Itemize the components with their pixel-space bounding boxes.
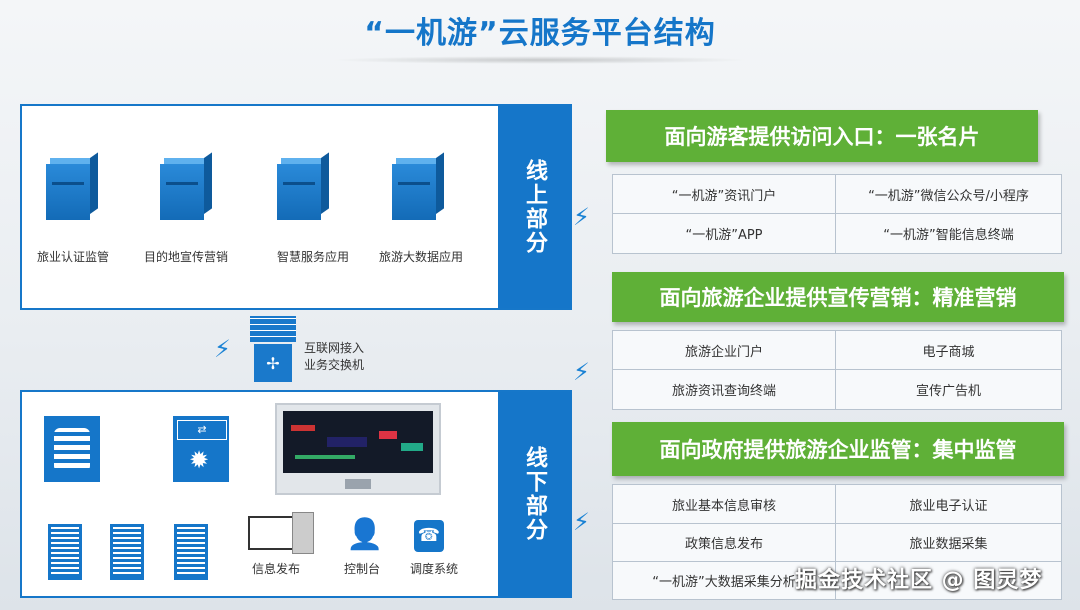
online-label: 线上部分 <box>498 106 570 308</box>
watermark: 掘金技术社区 @ 图灵梦 <box>795 568 1043 593</box>
lightning-icon: ⚡ <box>573 358 590 386</box>
grid-cell: 政策信息发布 <box>684 537 763 552</box>
server-caption: 旅业认证监管 <box>36 250 109 264</box>
grid-cell: 旅业基本信息审核 <box>671 498 776 514</box>
server-caption: 旅游大数据应用 <box>378 250 463 264</box>
server-icon <box>46 152 98 220</box>
lightning-icon: ⚡ <box>214 335 231 363</box>
server-icon <box>160 152 212 220</box>
rack-server-icon <box>48 524 82 580</box>
grid-cell: 电子商城 <box>922 344 975 360</box>
section-grid: “一机游”资讯门户 “一机游”微信公众号/小程序 “一机游”APP “一机游”智… <box>612 174 1062 254</box>
section-grid: 旅游企业门户 电子商城 旅游资讯查询终端 宣传广告机 <box>612 330 1062 410</box>
firewall-switch-icon: ✢ <box>250 316 296 382</box>
server-caption: 智慧服务应用 <box>276 250 349 264</box>
storage-icon <box>44 416 100 482</box>
pc-tower-icon <box>292 512 314 554</box>
switch-caption: 互联网接入 业务交换机 <box>304 340 364 374</box>
page-title: “一机游”云服务平台结构 <box>364 16 716 51</box>
grid-cell: 旅业电子认证 <box>909 498 988 514</box>
grid-cell: “一机游”资讯门户 <box>671 188 777 204</box>
grid-cell: 旅游资讯查询终端 <box>671 384 776 399</box>
device-caption: 信息发布 <box>251 562 300 576</box>
rack-server-icon <box>174 524 208 580</box>
section-heading: 面向政府提供旅游企业监管：集中监管 <box>612 422 1064 476</box>
online-label-text: 线上部分 <box>522 159 547 255</box>
device-caption: 调度系统 <box>409 562 458 576</box>
grid-cell: “一机游”APP <box>685 228 763 243</box>
title-shadow <box>330 56 750 64</box>
grid-cell: “一机游”大数据采集分析 <box>652 575 796 590</box>
phone-icon: ☎ <box>414 520 444 552</box>
grid-cell: “一机游”智能信息终端 <box>883 228 1014 243</box>
server-caption: 目的地宣传营销 <box>143 250 228 264</box>
rack-server-icon <box>110 524 144 580</box>
offline-label-text: 线下部分 <box>522 446 547 542</box>
server-icon <box>392 152 444 220</box>
monitor-icon <box>275 403 441 495</box>
section-heading: 面向游客提供访问入口：一张名片 <box>606 110 1038 162</box>
online-panel: 线上部分 <box>20 104 572 310</box>
offline-label: 线下部分 <box>498 392 570 596</box>
router-icon: ⇄ ✹ <box>173 416 229 482</box>
switch-line2: 业务交换机 <box>304 358 365 372</box>
section-heading: 面向旅游企业提供宣传营销：精准营销 <box>612 272 1064 322</box>
switch-line1: 互联网接入 <box>304 341 365 355</box>
section-grid: 旅业基本信息审核 旅业电子认证 政策信息发布 旅业数据采集 “一机游”大数据采集… <box>612 484 1062 600</box>
console-operator-icon: 👤 <box>346 517 384 552</box>
grid-cell: 旅业数据采集 <box>909 537 988 552</box>
grid-cell: 宣传广告机 <box>915 384 981 399</box>
desktop-icon <box>248 516 298 550</box>
lightning-icon: ⚡ <box>573 203 590 231</box>
device-caption: 控制台 <box>343 562 380 576</box>
server-icon <box>277 152 329 220</box>
grid-cell: 旅游企业门户 <box>684 344 763 360</box>
grid-cell: “一机游”微信公众号/小程序 <box>868 188 1029 204</box>
lightning-icon: ⚡ <box>573 508 590 536</box>
